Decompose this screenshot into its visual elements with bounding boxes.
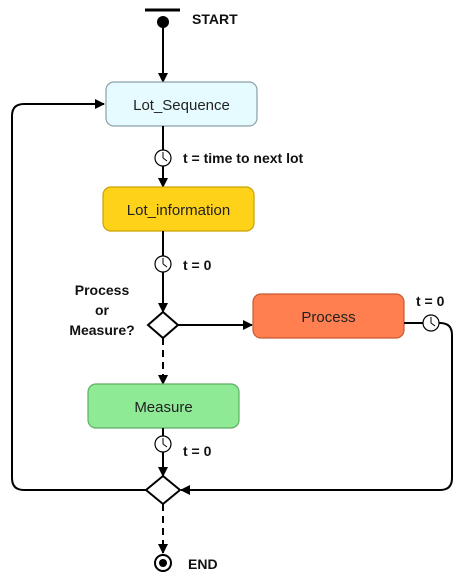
node-lot-information-label: Lot_information — [127, 202, 230, 219]
end-marker — [154, 554, 172, 572]
timer-label-after-info: t = 0 — [183, 257, 212, 273]
decision-diamond[interactable] — [146, 310, 180, 340]
node-lot-information-box — [102, 186, 255, 232]
timer-label-next-lot: t = time to next lot — [183, 150, 304, 166]
merge-diamond[interactable] — [144, 474, 182, 506]
node-lot-sequence-label: Lot_Sequence — [133, 97, 230, 114]
node-measure[interactable]: Measure — [87, 383, 240, 429]
node-process-label: Process — [301, 309, 355, 326]
timer-label-after-process: t = 0 — [416, 293, 445, 309]
clock-icon — [154, 149, 172, 167]
decision-label-line3: Measure? — [69, 322, 134, 338]
node-lot-sequence[interactable]: Lot_Sequence — [105, 81, 258, 127]
clock-icon — [154, 435, 172, 453]
start-marker — [145, 8, 180, 28]
timer-label-after-measure: t = 0 — [183, 443, 212, 459]
node-lot-sequence-box — [105, 81, 258, 127]
clock-icon — [154, 255, 172, 273]
decision-label-line1: Process — [75, 282, 130, 298]
edge-process-to-merge — [180, 322, 453, 495]
end-label: END — [188, 556, 218, 572]
node-process-box — [252, 293, 405, 339]
clock-icon — [422, 314, 440, 332]
node-process[interactable]: Process — [252, 293, 405, 339]
edge-merge-to-lot-sequence — [11, 99, 146, 491]
start-label: START — [192, 11, 238, 27]
decision-label-line2: or — [95, 302, 110, 318]
node-lot-information[interactable]: Lot_information — [102, 186, 255, 232]
node-measure-label: Measure — [134, 399, 192, 416]
